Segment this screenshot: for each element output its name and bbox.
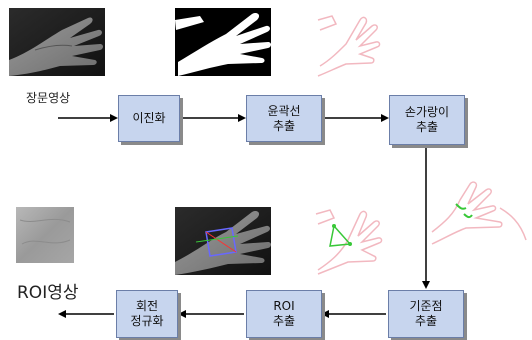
step-finger-valley-extraction: 손가랑이 추출 <box>389 95 465 145</box>
step-finger-valley-text-1: 손가랑이 <box>404 105 450 119</box>
arrow-reference-to-roi <box>321 310 386 318</box>
palm-image-roi-marked <box>175 207 271 275</box>
palm-image-input <box>9 8 105 77</box>
arrow-finger-valley-to-reference <box>422 146 430 289</box>
arrow-roi-to-rotation <box>178 310 244 318</box>
step-rotation-normalization: 회전 정규화 <box>116 290 178 338</box>
step-binarize-text: 이진화 <box>132 111 166 125</box>
arrow-rotation-to-output <box>58 310 114 318</box>
palm-image-finger-valleys <box>431 181 527 245</box>
step-rotation-text-1: 회전 <box>135 299 159 313</box>
step-contour-text-1: 윤곽선 <box>267 103 301 118</box>
roi-image-output <box>16 207 74 263</box>
step-contour-text-2: 추출 <box>272 118 296 133</box>
arrow-contour-to-finger-valley <box>322 114 389 122</box>
palm-image-contour <box>317 15 381 77</box>
step-reference-point-extraction: 기준점 추출 <box>388 290 464 338</box>
palm-image-binarized <box>175 8 271 76</box>
step-contour-extraction: 윤곽선 추출 <box>246 95 322 142</box>
step-roi-text-2: 추출 <box>272 314 296 328</box>
step-roi-text-1: ROI <box>273 299 295 313</box>
step-reference-point-text-1: 기준점 <box>409 299 443 313</box>
step-finger-valley-text-2: 추출 <box>415 120 439 134</box>
step-reference-point-text-2: 추출 <box>414 314 438 328</box>
step-binarize: 이진화 <box>118 95 180 142</box>
arrow-input-to-binarize <box>58 114 118 122</box>
palm-image-reference-points <box>315 209 383 275</box>
step-roi-extraction: ROI 추출 <box>246 290 322 338</box>
step-rotation-text-2: 정규화 <box>130 314 164 328</box>
arrow-binarize-to-contour <box>180 114 246 122</box>
flow-arrows <box>58 114 430 318</box>
palm-input-label: 장문영상 <box>26 91 71 105</box>
roi-output-label: ROI영상 <box>17 283 79 303</box>
